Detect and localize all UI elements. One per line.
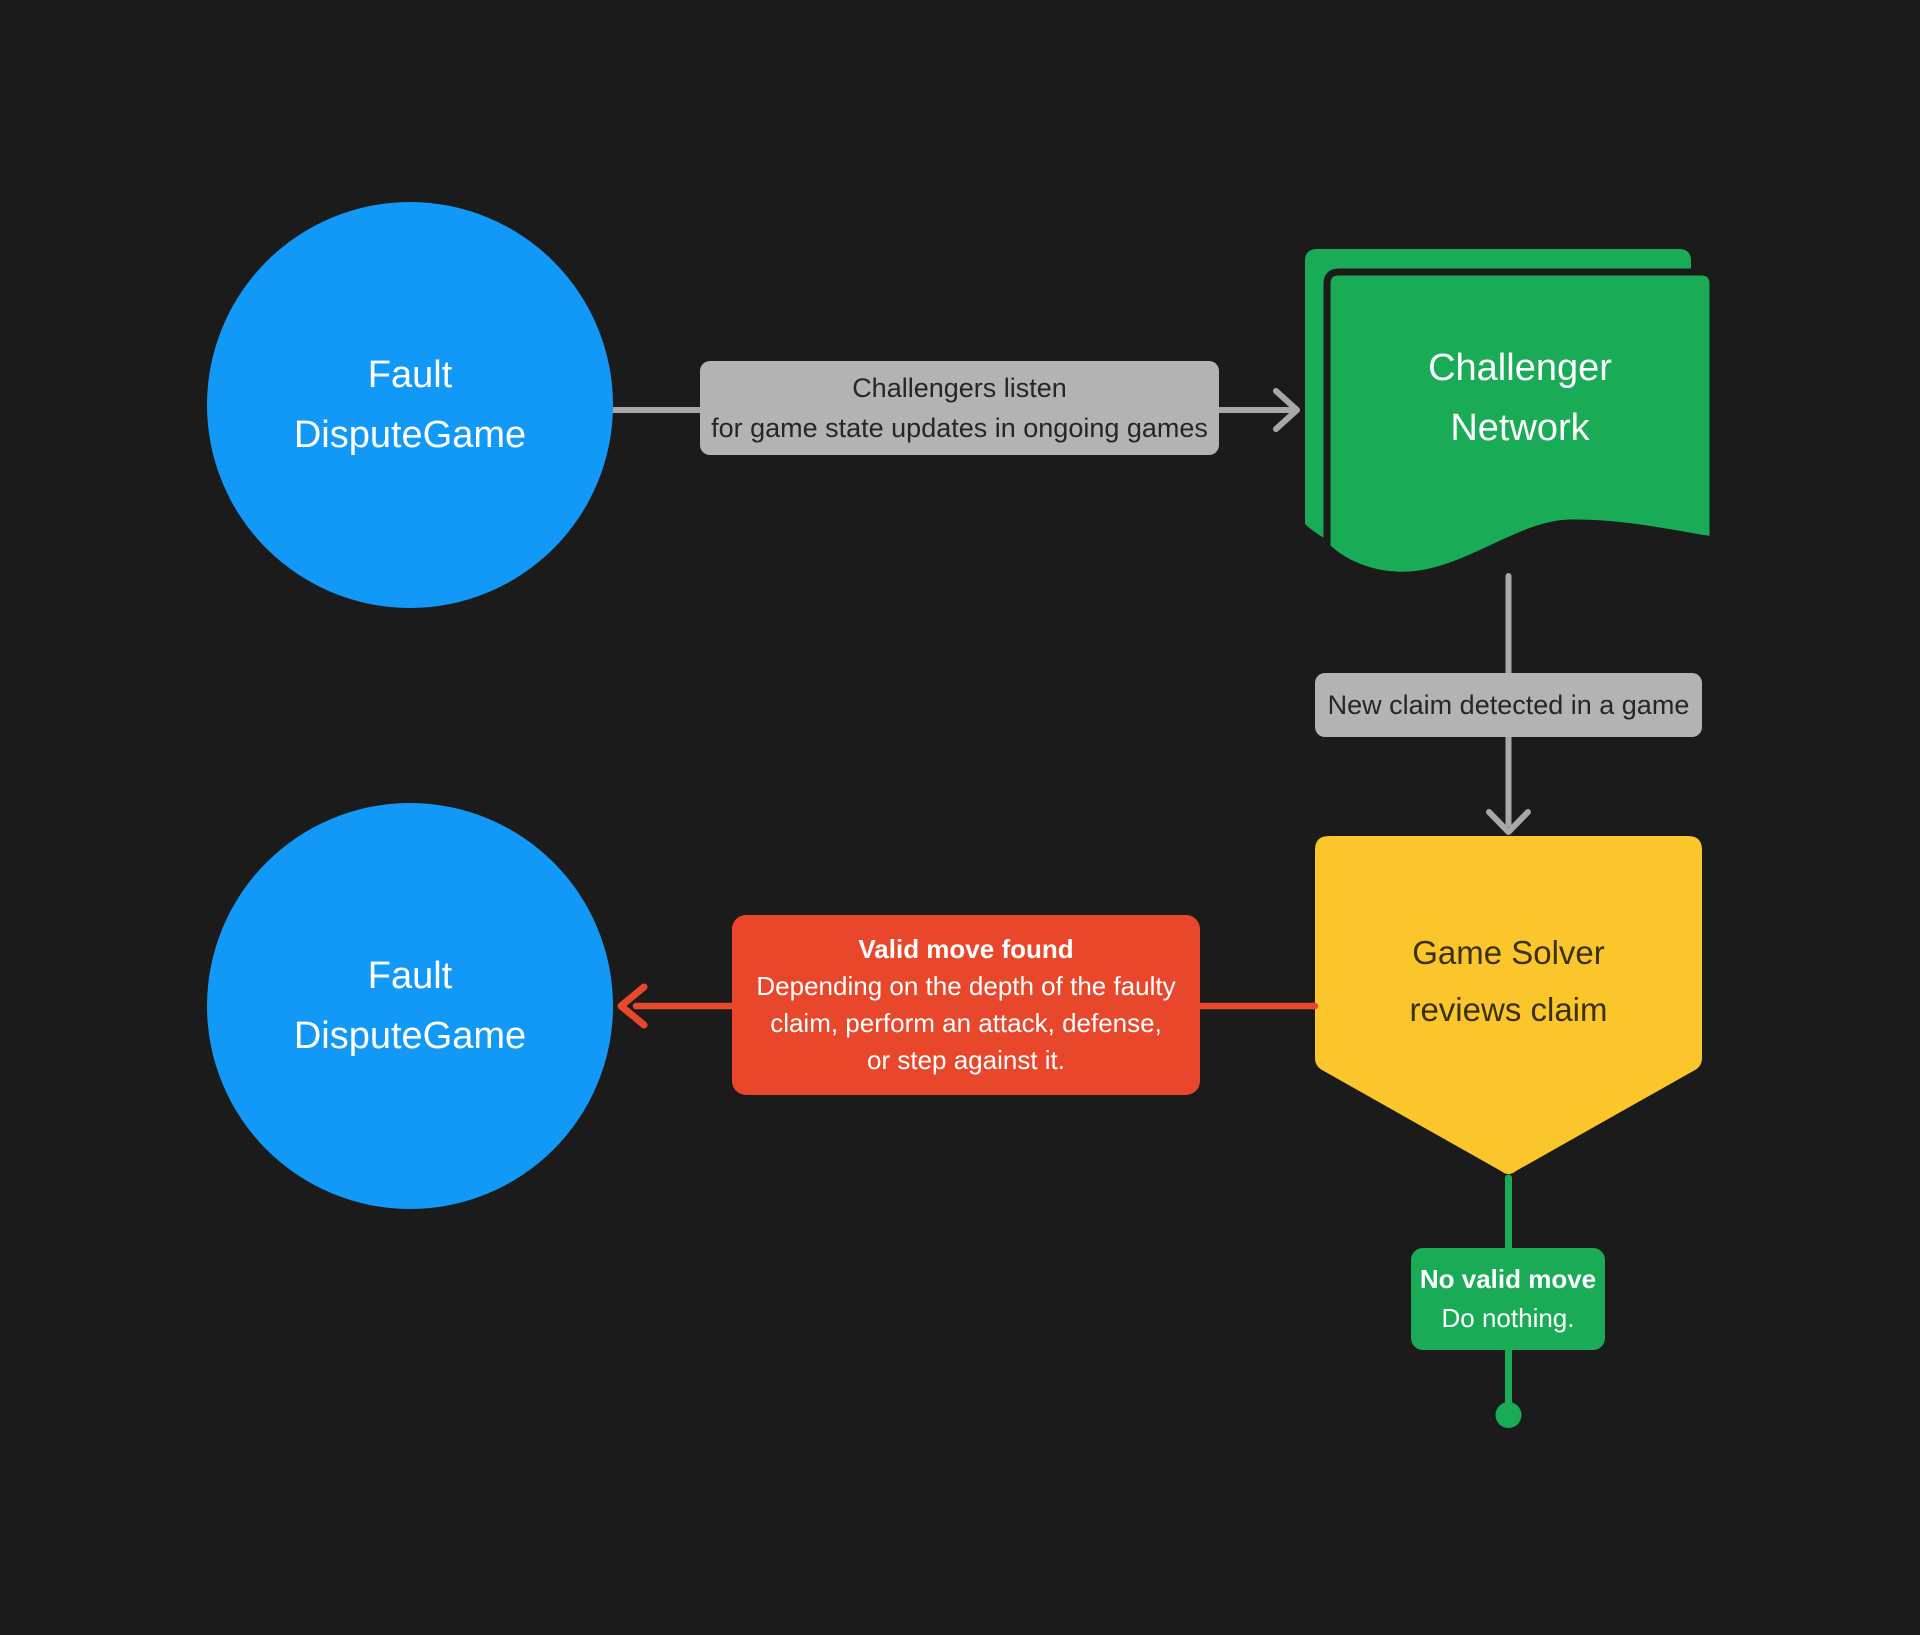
edge-label-line: Challengers listen	[852, 373, 1067, 403]
fault-dispute-game-top-node: Fault DisputeGame	[207, 202, 613, 608]
new-claim-edge-label: New claim detected in a game	[1315, 673, 1702, 737]
terminal-dot	[1495, 1402, 1522, 1428]
no-valid-move-edge-label: No valid move Do nothing.	[1411, 1248, 1605, 1350]
new-claim-arrowhead-icon	[1486, 809, 1531, 835]
document-shape-front	[1323, 268, 1717, 579]
node-label-line: DisputeGame	[293, 1015, 527, 1057]
node-label-line: Fault	[367, 955, 453, 997]
edge-label-title: No valid move	[1419, 1264, 1597, 1294]
edge-label-line: claim, perform an attack, defense,	[770, 1008, 1162, 1038]
edge-label-line: for game state updates in ongoing games	[711, 413, 1208, 443]
listen-edge-label: Challengers listen for game state update…	[700, 361, 1219, 455]
edge-label-line: or step against it.	[867, 1045, 1065, 1075]
edge-label-title: Valid move found	[858, 934, 1074, 964]
valid-move-arrowhead-icon	[617, 983, 648, 1029]
valid-move-edge-label: Valid move found Depending on the depth …	[732, 915, 1200, 1095]
listen-arrowhead-icon	[1273, 388, 1300, 432]
node-label-line: Fault	[367, 354, 453, 396]
edge-label-line: Do nothing.	[1441, 1303, 1575, 1333]
edge-label-line: New claim detected in a game	[1327, 690, 1690, 720]
edge-label-line: Depending on the depth of the faulty	[756, 971, 1176, 1001]
node-label-line: DisputeGame	[293, 414, 527, 456]
fault-dispute-game-bottom-node: Fault DisputeGame	[207, 803, 613, 1209]
shield-shape	[1315, 836, 1702, 1174]
